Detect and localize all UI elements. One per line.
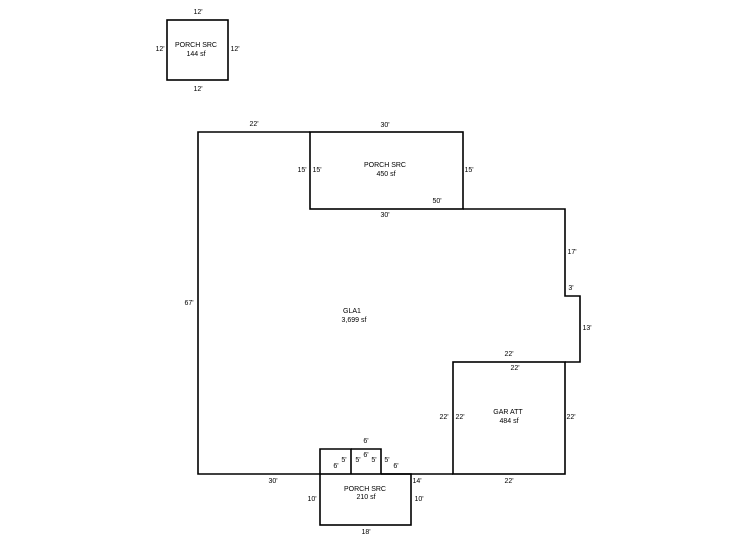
porch-top-dim-right: 15' <box>464 167 473 174</box>
garage-dim-left-inner: 22' <box>455 414 464 421</box>
porch-small-dim-bottom: 12' <box>193 86 202 93</box>
gla-dim-step-3: 3' <box>568 285 573 292</box>
garage-dim-left-outer: 22' <box>439 414 448 421</box>
gla-dim-right-17: 17' <box>567 249 576 256</box>
porch-bottom-dim-bottom: 18' <box>361 529 370 536</box>
porch-bottom: PORCH SRC 210 sf 10' 10' 18' <box>307 473 424 536</box>
porch-top-dim-left-outer: 15' <box>297 167 306 174</box>
porch-bottom-dim-right: 10' <box>414 496 423 503</box>
gla-dim-above-garage: 22' <box>504 351 513 358</box>
porch-small-outline <box>166 19 229 81</box>
garage-dim-top: 22' <box>510 365 519 372</box>
garage-area: 484 sf <box>499 418 518 425</box>
porch-bottom-outline <box>319 473 412 526</box>
bump-dim-right-outer: 6' <box>393 463 398 470</box>
porch-small-area: 144 sf <box>186 51 205 58</box>
porch-top-outline <box>309 131 464 210</box>
bump-dim-right-inner: 5' <box>384 457 389 464</box>
garage-dim-right: 22' <box>566 414 575 421</box>
porch-top-name: PORCH SRC <box>364 162 406 169</box>
porch-small-dim-right: 12' <box>230 46 239 53</box>
garage-outline <box>452 361 566 475</box>
bump-dim-mid-left: 5' <box>355 457 360 464</box>
porch-small-name: PORCH SRC <box>175 42 217 49</box>
gla-outline-right <box>351 448 382 474</box>
garage-dim-bottom: 22' <box>504 478 513 485</box>
gla-dim-14: 14' <box>412 478 421 485</box>
porch-small: PORCH SRC 144 sf 12' 12' 12' 12' <box>155 9 239 93</box>
garage-name: GAR ATT <box>493 409 523 416</box>
garage: GAR ATT 484 sf 22' 22' 22' 22' 22' <box>439 361 576 485</box>
bump-dim-left-outer: 6' <box>333 463 338 470</box>
gla-area-value: 3,699 sf <box>342 317 367 324</box>
porch-top-area: 450 sf <box>376 171 395 178</box>
bump-out: 6' 6' 6' 5' 5' 5' 5' 6' <box>333 438 398 470</box>
porch-top-dim-left-inner: 15' <box>312 167 321 174</box>
gla-dim-left: 67' <box>184 300 193 307</box>
porch-bottom-area: 210 sf <box>356 494 375 501</box>
porch-top-dim-bottom: 30' <box>380 212 389 219</box>
porch-bottom-dim-left: 10' <box>307 496 316 503</box>
gla-name: GLA1 <box>343 308 361 315</box>
bump-dim-left-inner: 5' <box>341 457 346 464</box>
gla-dim-right-13: 13' <box>582 325 591 332</box>
porch-small-dim-left: 12' <box>155 46 164 53</box>
gla-outline <box>197 131 352 475</box>
bump-dim-top: 6' <box>363 438 368 445</box>
porch-top-dim-50: 50' <box>432 198 441 205</box>
bump-dim-inner-top: 6' <box>363 452 368 459</box>
porch-small-dim-top: 12' <box>193 9 202 16</box>
porch-top: PORCH SRC 450 sf 30' 30' 15' 15' 15' 50' <box>297 122 473 219</box>
bump-dim-mid-right: 5' <box>371 457 376 464</box>
gla-dim-top-left: 22' <box>249 121 258 128</box>
porch-top-dim-top: 30' <box>380 122 389 129</box>
porch-bottom-name: PORCH SRC <box>344 486 386 493</box>
gla-outline-step <box>463 208 581 363</box>
gla-dim-bottom-30: 30' <box>268 478 277 485</box>
